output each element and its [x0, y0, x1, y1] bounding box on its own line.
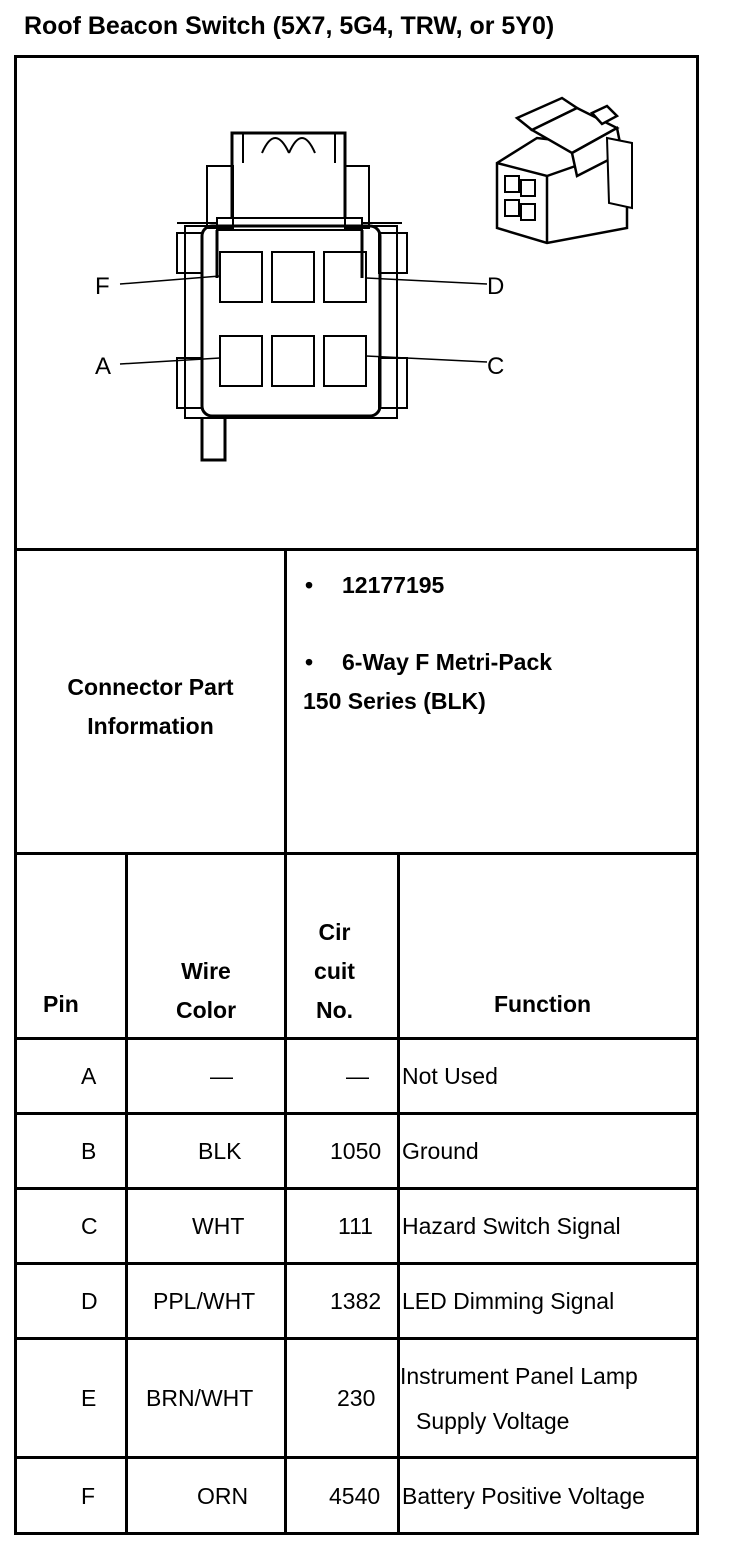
- row-a-wire-color: —: [210, 1063, 233, 1089]
- callout-a: A: [95, 353, 111, 380]
- part-description-line2: 150 Series (BLK): [303, 688, 486, 714]
- bullet-1: •: [305, 572, 314, 598]
- row-b-pin: B: [81, 1138, 97, 1164]
- header-wire-color-line2: Color: [175, 997, 237, 1023]
- rule-col-circuit: [397, 852, 400, 1535]
- connector-face-drawing: [119, 131, 488, 462]
- part-description-line1: 6-Way F Metri-Pack: [342, 649, 553, 675]
- connector-frame: [14, 55, 699, 1535]
- header-circuit-line1: Cir: [318, 919, 351, 945]
- row-c-pin: C: [81, 1213, 98, 1239]
- rule-row-e: [14, 1456, 699, 1459]
- row-b-circuit: 1050: [330, 1138, 382, 1164]
- connector-diagram: F D A C: [95, 96, 633, 462]
- row-e-pin: E: [81, 1385, 97, 1411]
- row-f-wire-color: ORN: [197, 1483, 249, 1509]
- row-d-function: LED Dimming Signal: [402, 1288, 615, 1314]
- row-d-pin: D: [81, 1288, 98, 1314]
- part-number: 12177195: [342, 572, 445, 598]
- page-title: Roof Beacon Switch (5X7, 5G4, TRW, or 5Y…: [24, 12, 555, 40]
- row-e-function-line2: Supply Voltage: [416, 1408, 570, 1434]
- rule-partinfo-bottom: [14, 852, 699, 855]
- connector-3d-illustration: [495, 96, 633, 245]
- rule-partinfo-divider: [284, 548, 287, 1535]
- header-circuit-line2: cuit: [314, 958, 355, 984]
- header-function: Function: [493, 991, 592, 1017]
- header-circuit-line3: No.: [315, 997, 354, 1023]
- row-d-wire-color: PPL/WHT: [153, 1288, 256, 1314]
- row-a-pin: A: [81, 1063, 97, 1089]
- row-c-circuit: 111: [338, 1213, 373, 1239]
- header-wire-color: Wire Color: [128, 952, 284, 1030]
- rule-header-bottom: [14, 1037, 699, 1040]
- bullet-2: •: [305, 649, 314, 675]
- part-info-label: Connector Part Information: [17, 668, 284, 746]
- row-a-circuit: —: [346, 1063, 369, 1089]
- rule-diagram-bottom: [14, 548, 699, 551]
- header-wire-color-line1: Wire: [181, 958, 231, 984]
- row-e-circuit: 230: [337, 1385, 376, 1411]
- rule-row-d: [14, 1337, 699, 1340]
- row-a-function: Not Used: [402, 1063, 498, 1089]
- row-f-pin: F: [81, 1483, 96, 1509]
- row-c-wire-color: WHT: [192, 1213, 245, 1239]
- part-info-label-line1: Connector Part: [67, 674, 234, 700]
- row-f-circuit: 4540: [329, 1483, 381, 1509]
- row-e-wire-color: BRN/WHT: [146, 1385, 254, 1411]
- rule-row-b: [14, 1187, 699, 1190]
- callout-d: D: [487, 273, 504, 300]
- rule-row-c: [14, 1262, 699, 1265]
- rule-col-pin: [125, 852, 128, 1535]
- header-circuit: Cir cuit No.: [287, 913, 382, 1030]
- row-f-function: Battery Positive Voltage: [402, 1483, 645, 1509]
- row-b-wire-color: BLK: [198, 1138, 242, 1164]
- rule-row-a: [14, 1112, 699, 1115]
- callout-f: F: [95, 273, 110, 300]
- row-c-function: Hazard Switch Signal: [402, 1213, 621, 1239]
- callout-c: C: [487, 353, 504, 380]
- row-d-circuit: 1382: [330, 1288, 382, 1314]
- part-info-label-line2: Information: [87, 713, 214, 739]
- row-e-function: Instrument Panel Lamp: [400, 1363, 638, 1389]
- row-b-function: Ground: [402, 1138, 479, 1164]
- header-pin: Pin: [43, 991, 79, 1017]
